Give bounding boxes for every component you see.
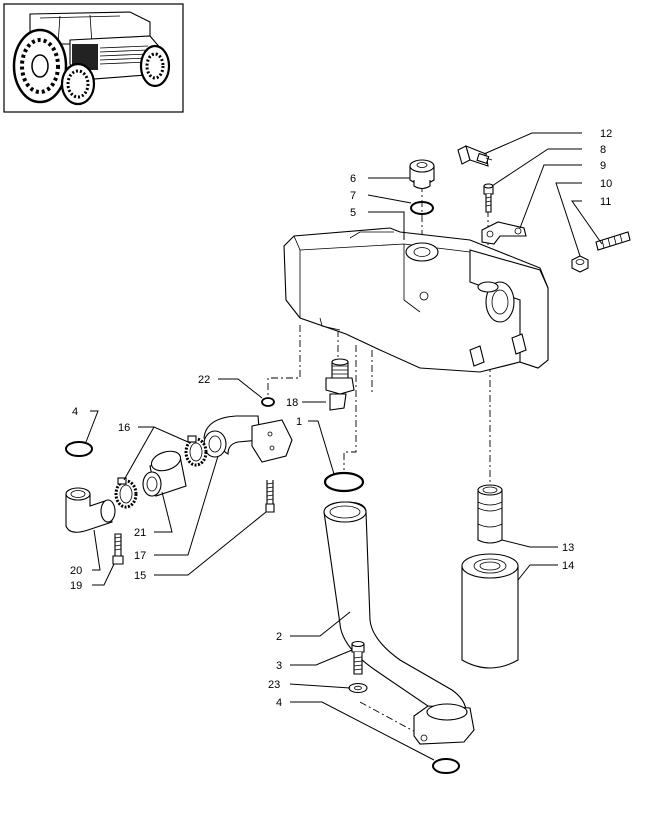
callout-20: 20 xyxy=(70,565,82,577)
callout-23: 23 xyxy=(268,679,280,691)
part-3-bolt[interactable] xyxy=(351,640,365,675)
part-7-o-ring[interactable] xyxy=(410,201,434,215)
part-4-o-ring-bottom[interactable] xyxy=(432,758,460,774)
part-10-nut[interactable] xyxy=(571,255,589,273)
tractor-thumbnail[interactable] xyxy=(3,3,184,113)
callout-15: 15 xyxy=(134,570,146,582)
part-17-elbow-flange[interactable] xyxy=(203,415,293,463)
leader-lines xyxy=(85,132,603,761)
part-2-intake-pipe[interactable] xyxy=(323,501,475,745)
part-20-elbow[interactable] xyxy=(65,487,116,533)
part-9-bracket[interactable] xyxy=(481,221,527,245)
callout-3: 3 xyxy=(276,660,282,672)
callout-6: 6 xyxy=(350,173,356,185)
part-8-small-fitting[interactable] xyxy=(483,183,494,213)
part-6-plug[interactable] xyxy=(409,159,435,190)
callout-4-left: 4 xyxy=(72,406,78,418)
callout-19: 19 xyxy=(70,580,82,592)
callout-9: 9 xyxy=(600,160,606,172)
part-13-connector-tube[interactable] xyxy=(477,484,503,544)
callout-4-bottom: 4 xyxy=(276,697,282,709)
callout-7: 7 xyxy=(350,190,356,202)
callout-21: 21 xyxy=(134,527,146,539)
callout-labels: 12 8 9 10 11 6 7 5 22 18 4 16 1 21 17 20… xyxy=(70,128,612,709)
part-11-stud[interactable] xyxy=(595,231,631,251)
part-14-filter-cartridge[interactable] xyxy=(461,553,519,669)
part-1-o-ring[interactable] xyxy=(323,471,365,493)
part-18-sensor[interactable] xyxy=(325,358,355,411)
part-5-manifold-housing[interactable] xyxy=(283,227,549,373)
callout-14: 14 xyxy=(562,560,574,572)
part-16-hose-clamp-a[interactable] xyxy=(184,435,208,467)
callout-22: 22 xyxy=(198,374,210,386)
callout-18: 18 xyxy=(286,397,298,409)
callout-2: 2 xyxy=(276,631,282,643)
part-12-temperature-sensor[interactable] xyxy=(457,145,493,167)
callout-11: 11 xyxy=(600,196,611,208)
callout-12: 12 xyxy=(600,128,612,140)
part-16-hose-clamp-b[interactable] xyxy=(114,477,138,509)
callout-13: 13 xyxy=(562,542,574,554)
part-23-washer[interactable] xyxy=(348,682,368,694)
part-21-hose-sleeve[interactable] xyxy=(142,448,187,497)
tractor-thumbnail-icon xyxy=(12,11,171,106)
part-15-bolt[interactable] xyxy=(265,480,275,513)
callout-10: 10 xyxy=(600,178,612,190)
callout-17: 17 xyxy=(134,550,146,562)
callout-1: 1 xyxy=(296,416,302,428)
callout-8: 8 xyxy=(600,144,606,156)
part-4-o-ring-left[interactable] xyxy=(65,441,93,457)
part-19-bolt[interactable] xyxy=(112,533,124,565)
part-22-seal-ring[interactable] xyxy=(261,397,275,407)
callout-5: 5 xyxy=(350,207,356,219)
callout-16: 16 xyxy=(118,422,130,434)
